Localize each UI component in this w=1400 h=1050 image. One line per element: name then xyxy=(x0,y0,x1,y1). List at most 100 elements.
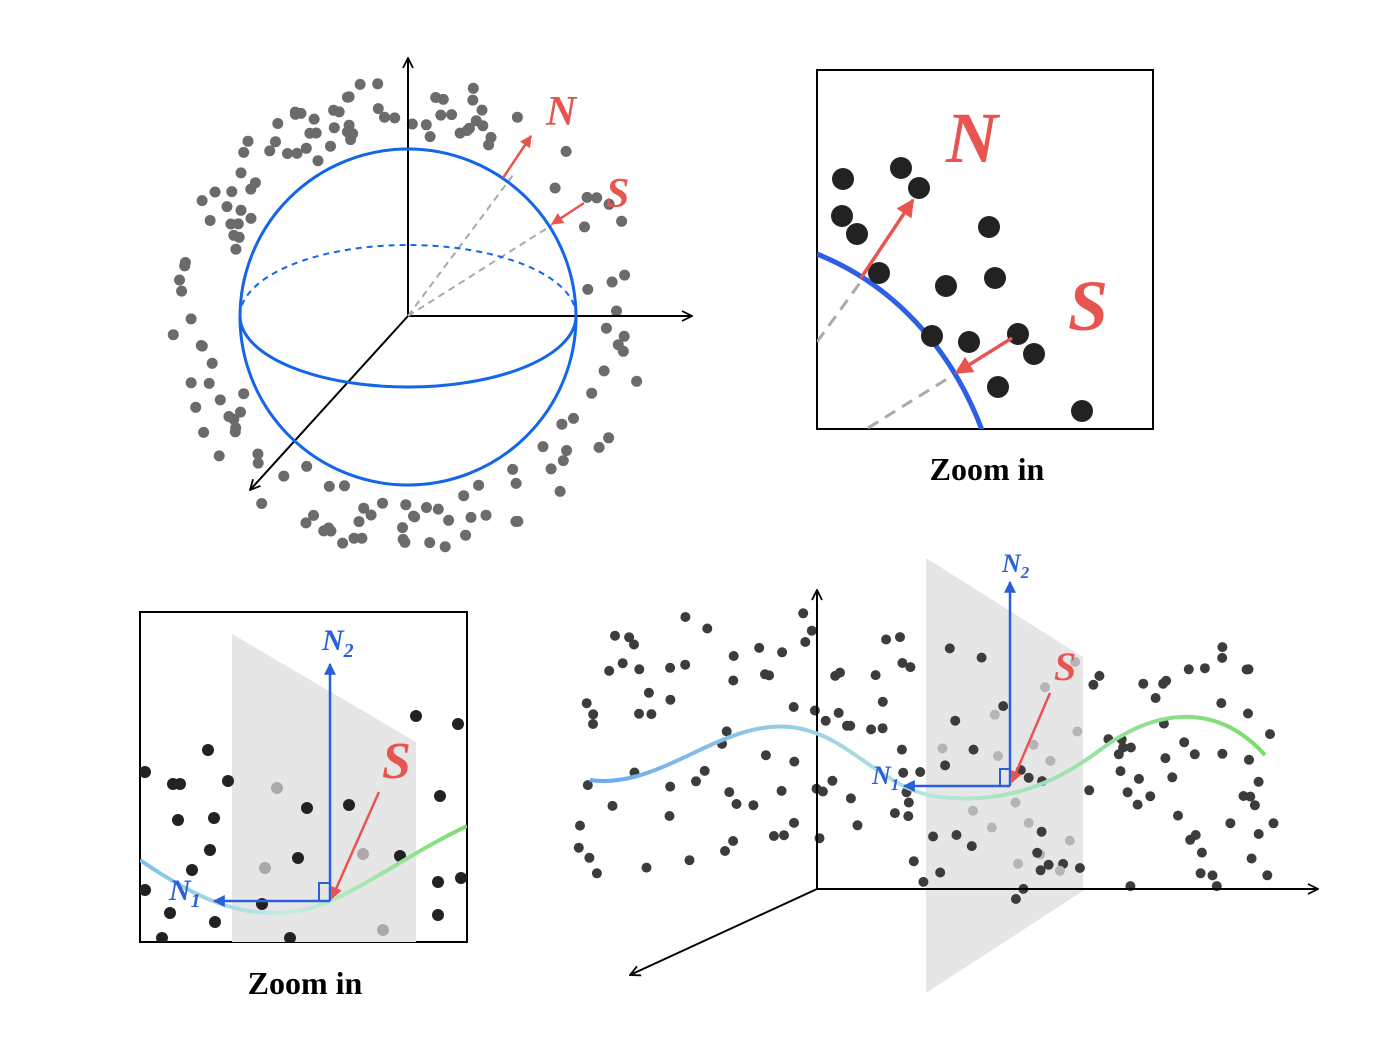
curve-path xyxy=(589,714,1267,801)
sphere-point xyxy=(213,450,225,462)
curve-point xyxy=(1249,800,1260,811)
curve-point xyxy=(1195,868,1206,879)
zoom2-point xyxy=(202,744,214,756)
curve-point xyxy=(903,811,914,822)
curve-point xyxy=(944,643,955,654)
curve-point xyxy=(1268,818,1279,829)
curve-point xyxy=(748,800,759,811)
sphere-point xyxy=(365,509,377,521)
curve-point xyxy=(845,720,856,731)
curve-point xyxy=(1013,858,1024,869)
curve-point xyxy=(1167,772,1178,783)
zoom1-point xyxy=(1071,400,1093,422)
curve-point xyxy=(754,642,765,653)
curve-point xyxy=(760,669,770,680)
sphere-point xyxy=(300,142,312,154)
sphere-point xyxy=(221,201,233,213)
zoom2-point xyxy=(432,909,444,921)
zoom2-point xyxy=(455,872,467,884)
curve-point xyxy=(968,805,978,816)
curve-point xyxy=(903,797,914,808)
curve-point xyxy=(665,662,676,673)
curve-point xyxy=(1265,729,1275,740)
curve-axis-y xyxy=(630,888,818,975)
sphere-ray-shear xyxy=(407,224,553,317)
sphere-point xyxy=(537,441,549,453)
sphere-point xyxy=(206,357,218,369)
curve-point xyxy=(777,647,788,658)
curve-point xyxy=(1118,742,1129,753)
zoom1-ray-normal xyxy=(817,279,864,343)
sphere-point xyxy=(233,231,245,243)
sphere-point xyxy=(461,125,473,136)
curve-point xyxy=(1045,755,1056,766)
curve-point xyxy=(986,822,997,833)
sphere-point xyxy=(372,78,384,90)
zoom2-point xyxy=(284,932,296,942)
curve-zoom-panel: N2 N1 S Zoom in xyxy=(139,611,468,1001)
zoom1-point-cloud xyxy=(831,157,1093,422)
sphere-point xyxy=(600,322,612,334)
zoom2-normal1-label: N1 xyxy=(168,874,201,912)
sphere-point xyxy=(485,131,497,143)
curve-point xyxy=(575,820,585,831)
curve-point xyxy=(915,767,926,777)
curve-point xyxy=(966,841,977,852)
sphere-point xyxy=(377,497,388,509)
curve-right-angle xyxy=(999,768,1010,786)
zoom1-point xyxy=(958,331,980,353)
curve-point xyxy=(1217,642,1228,653)
curve-point xyxy=(1028,739,1039,750)
sphere-point xyxy=(310,127,322,139)
zoom2-shear-label: S xyxy=(382,733,411,790)
zoom2-point xyxy=(343,799,355,811)
sphere-point xyxy=(619,269,631,281)
sphere-point xyxy=(409,511,421,523)
sphere-point xyxy=(308,113,320,125)
sphere-point xyxy=(473,479,485,491)
curve-point xyxy=(1125,742,1136,753)
sphere-point xyxy=(358,502,370,514)
sphere-point xyxy=(560,145,572,157)
sphere-point xyxy=(379,111,390,123)
curve-point xyxy=(728,651,739,661)
sphere-point xyxy=(256,498,268,509)
sphere-point xyxy=(308,509,319,521)
sphere-zoom-panel: N S Zoom in xyxy=(816,69,1154,487)
zoom1-point xyxy=(1007,323,1029,345)
sphere-point xyxy=(300,517,312,529)
curve-point xyxy=(588,719,598,729)
curve-point xyxy=(1138,678,1149,689)
curve-point xyxy=(800,637,811,647)
curve-point xyxy=(1217,652,1228,663)
sphere-point xyxy=(328,122,340,134)
sphere-point xyxy=(631,375,643,387)
curve-point xyxy=(898,767,909,778)
sphere-shear-arrow xyxy=(550,201,585,226)
sphere-normal-arrow xyxy=(501,135,533,179)
curve-point xyxy=(830,670,841,681)
zoom2-curve xyxy=(140,824,467,915)
sphere-point xyxy=(252,448,264,460)
curve-point xyxy=(699,765,710,776)
zoom1-ray-shear xyxy=(867,372,956,429)
zoom1-point xyxy=(984,267,1006,289)
curve-point xyxy=(789,817,799,828)
sphere-panel: N S xyxy=(167,58,692,553)
sphere-point xyxy=(582,283,594,295)
curve-point xyxy=(582,780,593,791)
zoom1-shear-arrow xyxy=(954,336,1013,375)
sphere-point xyxy=(477,120,489,132)
sphere-point xyxy=(312,155,324,167)
sphere-normal-label: N xyxy=(545,89,578,135)
sphere-point xyxy=(264,145,276,157)
curve-point xyxy=(1243,708,1253,719)
zoom2-point xyxy=(292,852,304,864)
curve-point xyxy=(1064,835,1075,846)
curve-point xyxy=(1084,785,1095,796)
sphere-point xyxy=(185,313,197,325)
zoom2-point xyxy=(156,932,168,942)
curve-point xyxy=(1253,829,1264,839)
sphere-point xyxy=(561,445,573,456)
sphere-point xyxy=(460,529,472,541)
